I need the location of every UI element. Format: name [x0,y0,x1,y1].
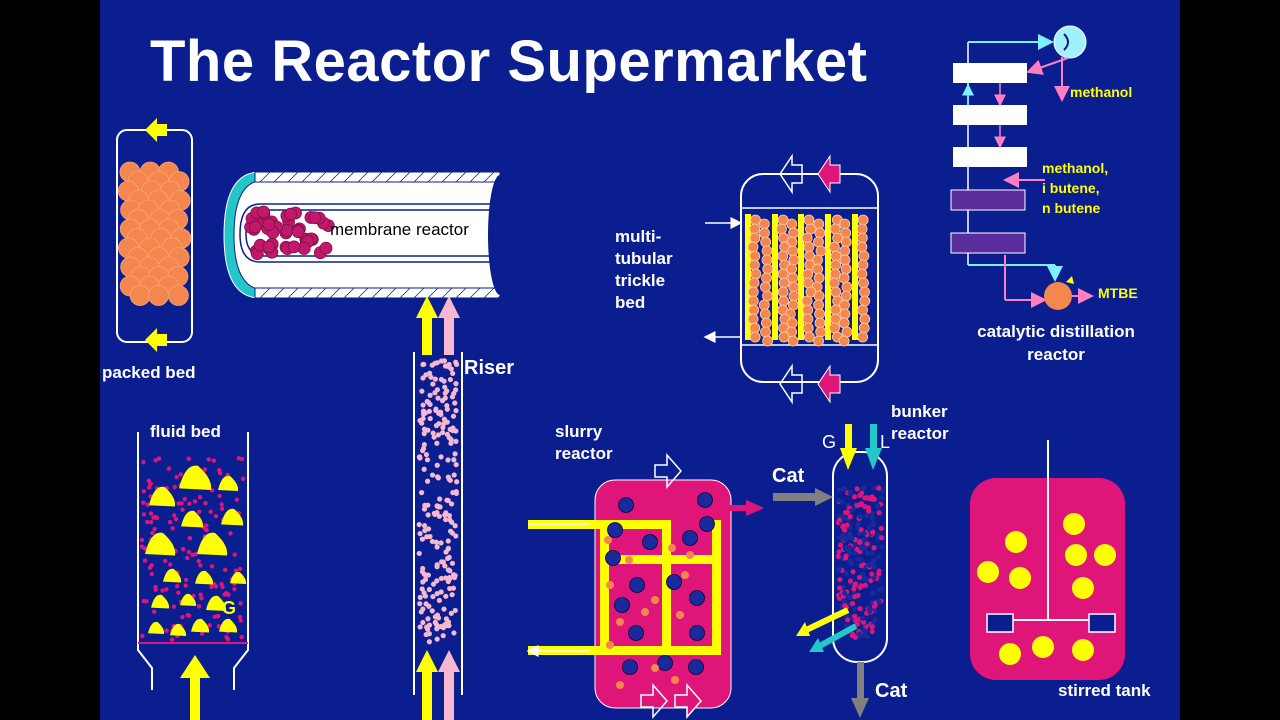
catalytic-distillation-line: reactor [1027,345,1085,364]
bunker-line: reactor [891,424,949,443]
fluid-bed-label: fluid bed [150,422,221,441]
packed-bed-label: packed bed [102,363,196,382]
bunker-label: bunker reactor [891,401,949,445]
feed-line: methanol, [1042,160,1109,176]
riser-reactor [413,296,463,720]
cat-in-label: Cat [772,465,805,487]
slurry-line: reactor [555,444,613,463]
slide: The Reactor Supermarket [100,0,1180,720]
l-label: L [880,432,891,452]
reactor-diagram [116,25,1125,720]
stirred-tank [970,440,1125,680]
slurry-label: slurry reactor [555,421,613,465]
packed-bed-reactor [116,118,193,352]
multi-tubular-line: trickle [615,271,666,290]
slide-title: The Reactor Supermarket [150,29,868,94]
g-label: G [822,432,837,452]
riser-label: Riser [464,357,515,379]
feed-line: n butene [1042,200,1101,216]
multi-tubular-line: multi- [615,227,662,246]
catalytic-distillation-reactor [950,25,1094,310]
multi-tubular-line: tubular [615,249,673,268]
slurry-reactor [526,453,764,719]
cat-out-label: Cat [875,680,908,702]
multi-tubular-label: multi- tubular trickle bed [615,226,673,314]
methanol-label: methanol [1070,84,1133,100]
stirred-tank-label: stirred tank [1058,681,1151,700]
fluid-bed-g-label: G [222,598,237,618]
bunker-reactor [773,424,888,718]
feed-line: i butene, [1042,180,1100,196]
fluid-bed-reactor [137,432,249,720]
multi-tubular-line: bed [615,293,646,312]
bunker-line: bunker [891,402,948,421]
methanol-feed-label: methanol, i butene, n butene [1042,158,1108,218]
mtbe-label: MTBE [1098,285,1138,301]
multi-tubular-reactor [703,153,879,405]
membrane-reactor-label: membrane reactor [330,220,469,239]
catalytic-distillation-label: catalytic distillation reactor [968,320,1144,366]
slurry-line: slurry [555,422,603,441]
catalytic-distillation-line: catalytic distillation [977,322,1135,341]
membrane-reactor [223,171,512,299]
